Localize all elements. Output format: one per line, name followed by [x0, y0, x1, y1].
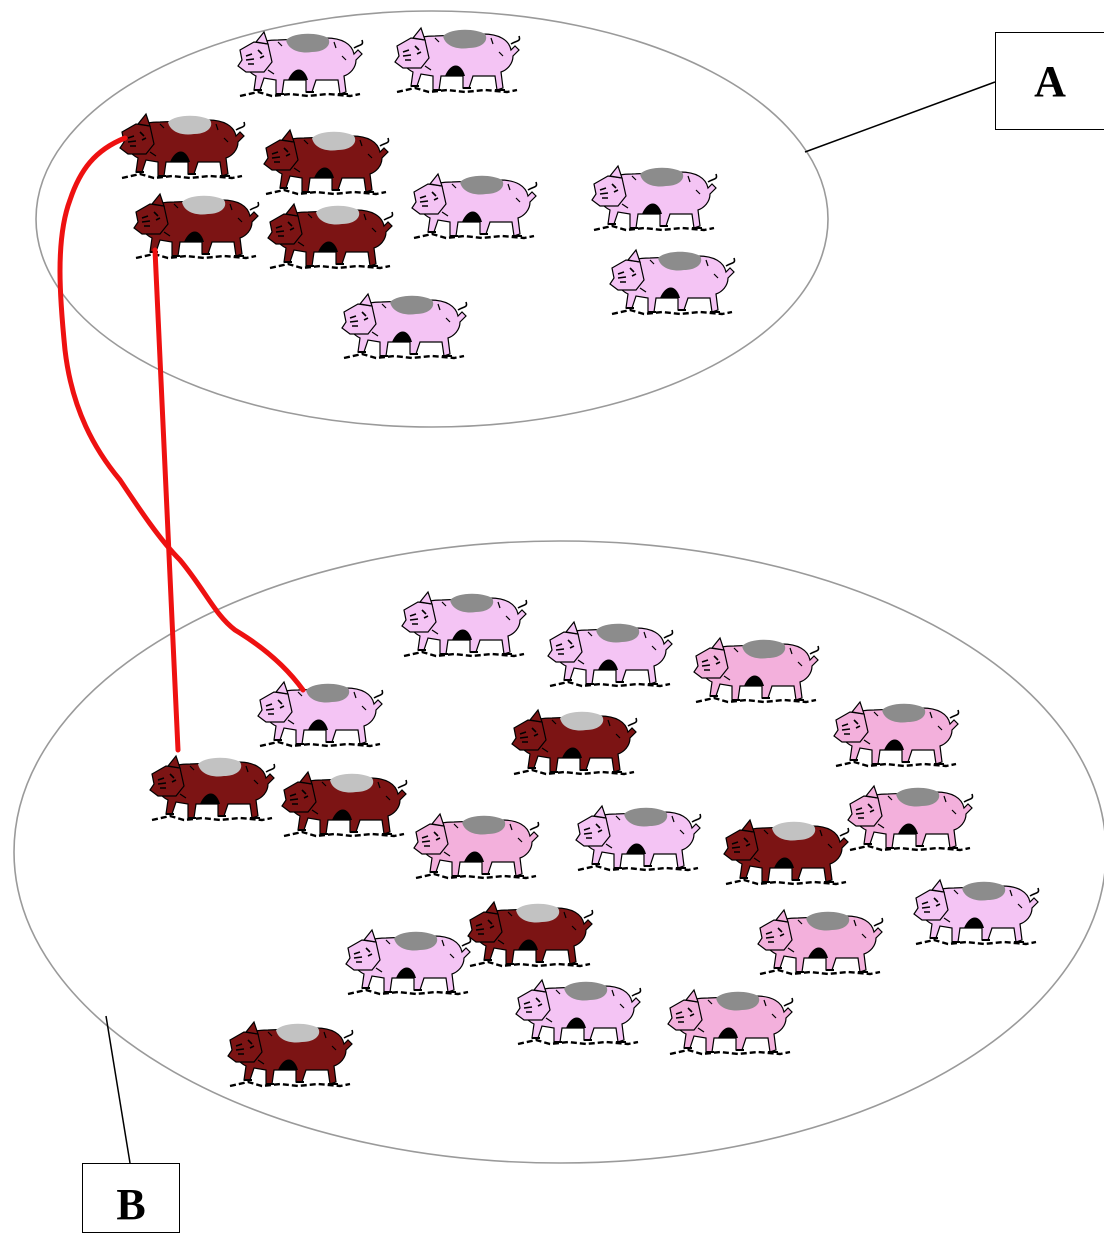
pink-pig-icon [574, 804, 702, 872]
dark-red-pig-icon [466, 900, 594, 968]
dark-red-pig-icon [262, 128, 390, 196]
pink-pig-icon [590, 164, 718, 232]
pink-pig-icon [400, 590, 528, 658]
pink-pig-icon [608, 248, 736, 316]
dark-red-pig-icon [722, 818, 850, 886]
label-box-a: A [995, 32, 1104, 130]
pink-pig-icon [344, 928, 472, 996]
pink-pig-icon [410, 172, 538, 240]
pink-pig-icon [236, 30, 364, 98]
leader-line-a [804, 81, 996, 153]
label-b-text: B [116, 1180, 146, 1229]
dark-red-pig-icon [266, 202, 394, 270]
pink-pig-icon [514, 978, 642, 1046]
dark-red-pig-icon [118, 112, 246, 180]
leader-line-b [105, 1015, 131, 1164]
dark-red-pig-icon [132, 192, 260, 260]
dark-red-pig-icon [510, 708, 638, 776]
migration-line-curved [57, 135, 306, 693]
pink-pig-icon [666, 988, 794, 1056]
pink-pig-icon [912, 878, 1040, 946]
dark-red-pig-icon [226, 1020, 354, 1088]
population-a-ellipse [35, 10, 829, 428]
migration-line-straight [152, 247, 181, 753]
label-box-b: B [82, 1163, 180, 1233]
pink-pig-icon [546, 620, 674, 688]
pink-pig-icon [832, 700, 960, 768]
pink-pig-icon [756, 908, 884, 976]
dark-red-pig-icon [280, 770, 408, 838]
pink-pig-icon [393, 26, 521, 94]
pink-pig-icon [692, 636, 820, 704]
pink-pig-icon [256, 680, 384, 748]
label-a-text: A [1034, 56, 1066, 106]
dark-red-pig-icon [148, 754, 276, 822]
pink-pig-icon [846, 784, 974, 852]
pink-pig-icon [412, 812, 540, 880]
population-b-ellipse [13, 540, 1104, 1164]
pink-pig-icon [340, 292, 468, 360]
